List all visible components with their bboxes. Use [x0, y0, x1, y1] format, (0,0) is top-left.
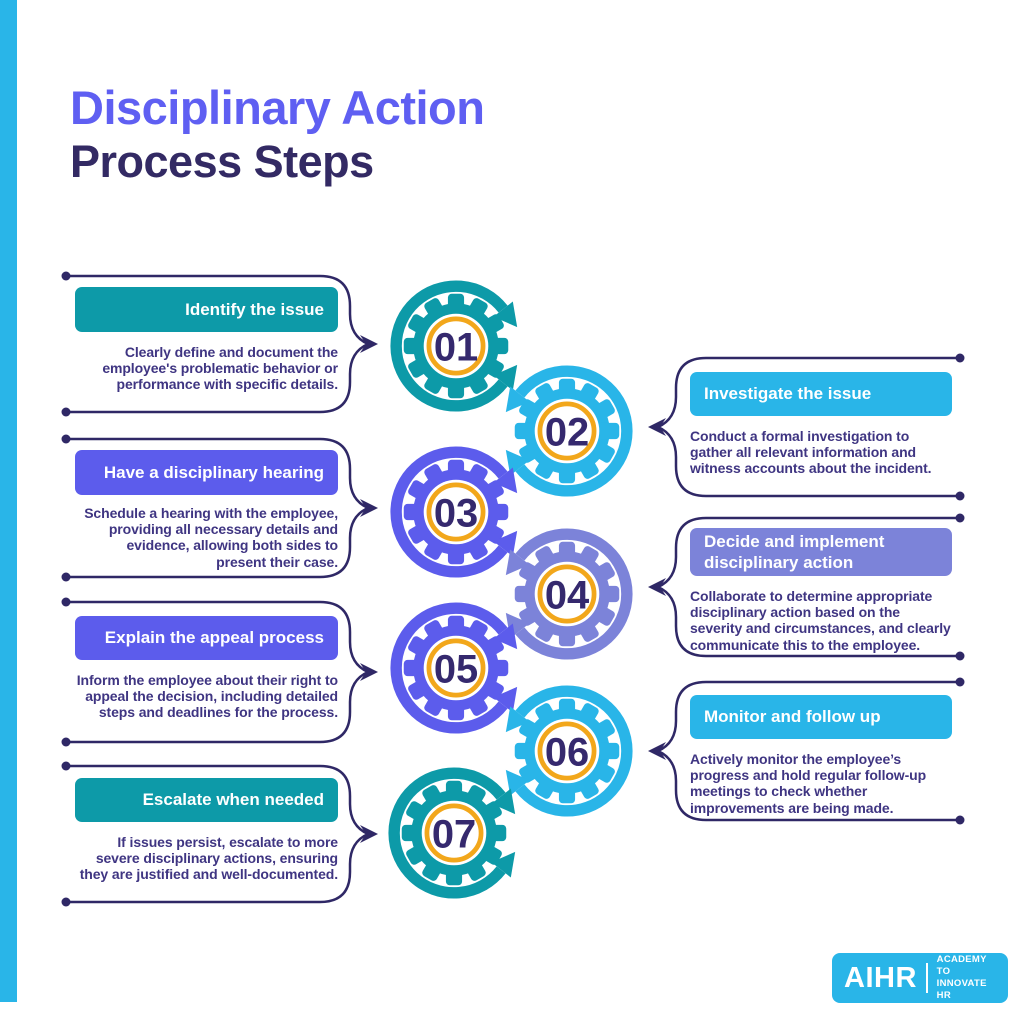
arrow-left-icon: [648, 578, 666, 596]
gear-icon-step-4: 04: [491, 518, 643, 670]
step-title: Escalate when needed: [142, 790, 324, 810]
arrow-right-icon: [360, 663, 378, 681]
logo-tagline: ACADEMY TO INNOVATE HR: [937, 954, 996, 1002]
step-block-1: Identify the issue Clearly define and do…: [58, 270, 380, 418]
connector-bracket: [61, 434, 378, 582]
step-title: Investigate the issue: [704, 384, 872, 404]
aihr-logo: AIHR ACADEMY TO INNOVATE HR: [832, 953, 1008, 1003]
arrow-right-icon: [360, 825, 378, 843]
gear-icon-step-7: 07: [378, 757, 530, 909]
step-title-bar: Have a disciplinary hearing: [75, 450, 338, 495]
gear-icon-step-5: 05: [380, 592, 532, 744]
connector-bracket: [648, 677, 965, 825]
step-block-3: Have a disciplinary hearing Schedule a h…: [58, 433, 380, 583]
gear-icon-step-1: 01: [380, 270, 532, 422]
step-number: 01: [434, 325, 478, 369]
step-block-2: Investigate the issue Conduct a formal i…: [646, 352, 968, 502]
step-title-bar: Decide and implement disciplinary action: [690, 528, 952, 576]
step-number: 06: [545, 730, 589, 774]
step-description: Collaborate to determine appropriate dis…: [690, 588, 951, 653]
step-title: Monitor and follow up: [704, 707, 881, 727]
step-title-bar: Escalate when needed: [75, 778, 338, 822]
gear-icon-step-2: 02: [491, 355, 643, 507]
connector-bracket: [648, 353, 965, 501]
step-block-6: Monitor and follow up Actively monitor t…: [646, 676, 968, 826]
step-description: Clearly define and document the employee…: [102, 344, 338, 393]
step-description: Schedule a hearing with the employee, pr…: [84, 505, 338, 570]
step-title-bar: Monitor and follow up: [690, 695, 952, 739]
step-title: Decide and implement disciplinary action: [704, 531, 885, 572]
logo-divider: [925, 963, 928, 993]
page-title: Disciplinary Action Process Steps: [70, 80, 485, 189]
connector-bracket: [648, 513, 965, 661]
step-number: 07: [432, 812, 476, 856]
logo-tagline-line2: INNOVATE HR: [936, 978, 987, 1001]
logo-tagline-line1: ACADEMY TO: [936, 954, 987, 978]
arrow-right-icon: [360, 499, 378, 517]
arrow-left-icon: [648, 742, 666, 760]
step-title: Explain the appeal process: [104, 628, 324, 648]
step-title-bar: Identify the issue: [75, 287, 338, 332]
step-title-bar: Investigate the issue: [690, 372, 952, 416]
step-description: If issues persist, escalate to more seve…: [79, 834, 338, 883]
step-number: 02: [545, 410, 589, 454]
step-title: Identify the issue: [185, 299, 324, 319]
step-block-7: Escalate when needed If issues persist, …: [58, 760, 380, 908]
step-number: 05: [434, 647, 478, 691]
gear-icon-step-6: 06: [491, 675, 643, 827]
page-title-line2: Process Steps: [70, 136, 374, 188]
step-description: Conduct a formal investigation to gather…: [690, 428, 932, 477]
step-description: Inform the employee about their right to…: [76, 672, 338, 721]
connector-bracket: [61, 271, 378, 417]
step-description: Actively monitor the employee’s progress…: [690, 751, 927, 816]
step-title: Have a disciplinary hearing: [103, 462, 324, 482]
gear-icon-step-3: 03: [380, 436, 532, 588]
step-block-5: Explain the appeal process Inform the em…: [58, 596, 380, 748]
connector-bracket: [61, 761, 378, 907]
aihr-logo-text: AIHR: [844, 961, 917, 994]
step-number: 04: [545, 573, 589, 617]
arrow-right-icon: [360, 335, 378, 353]
left-accent-bar: [0, 0, 17, 1002]
arrow-left-icon: [648, 418, 666, 436]
step-block-4: Decide and implement disciplinary action…: [646, 512, 968, 662]
step-title-bar: Explain the appeal process: [75, 616, 338, 660]
step-number: 03: [434, 491, 478, 535]
page-title-line1: Disciplinary Action: [70, 81, 485, 134]
connector-bracket: [61, 597, 378, 747]
